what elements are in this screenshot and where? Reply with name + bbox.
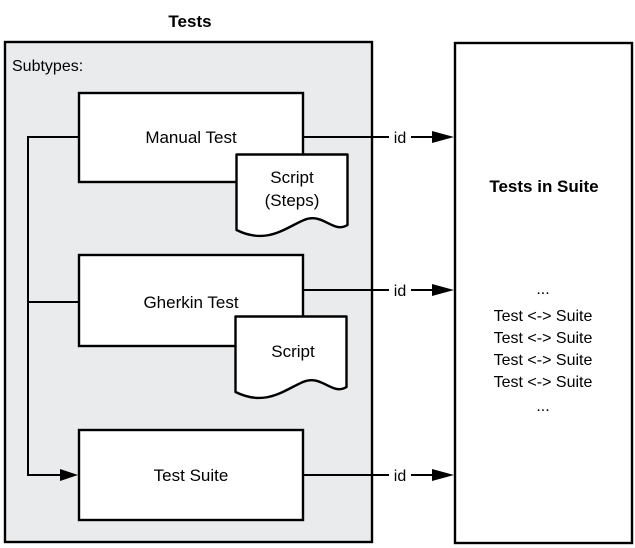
edge-arrowhead-icon	[432, 131, 454, 143]
document-shape	[234, 315, 348, 400]
edge-label-background	[389, 281, 411, 298]
manual-script-label-line2: (Steps)	[265, 191, 320, 210]
suite-row-ellipsis-bottom: ...	[536, 398, 549, 415]
gherkin-test-box	[77, 253, 305, 348]
gherkin-script-label: Script	[271, 342, 315, 361]
edge-gherkin-to-suite: id	[303, 281, 454, 300]
manual-test-label: Manual Test	[145, 128, 237, 147]
edge-arrowhead-icon	[432, 469, 454, 481]
branch-arrowhead-icon	[60, 469, 78, 481]
edge-label-background	[389, 466, 411, 483]
document-shape	[235, 153, 349, 238]
manual-script-label-line1: Script	[270, 168, 314, 187]
suite-row-1: Test <-> Suite	[494, 308, 593, 325]
branch-main-connector	[27, 136, 79, 476]
edge-id-label: id	[394, 468, 406, 485]
diagram-title: Tests	[168, 12, 211, 31]
subtypes-label: Subtypes:	[12, 58, 83, 75]
suite-row-4: Test <-> Suite	[494, 374, 593, 391]
edge-id-label: id	[394, 130, 406, 147]
gherkin-test-label: Gherkin Test	[143, 293, 238, 312]
test-suite-label: Test Suite	[154, 466, 229, 485]
suite-row-2: Test <-> Suite	[494, 330, 593, 347]
tests-in-suite-title: Tests in Suite	[489, 177, 598, 196]
suite-row-3: Test <-> Suite	[494, 352, 593, 369]
suite-row-ellipsis-top: ...	[536, 281, 549, 298]
manual-script-document: Script (Steps)	[235, 153, 349, 238]
subtype-branch-connectors	[27, 136, 79, 481]
edge-manual-to-suite: id	[303, 128, 454, 147]
tests-in-suite-box	[453, 41, 634, 545]
edge-label-background	[389, 128, 411, 145]
edge-arrowhead-icon	[432, 284, 454, 296]
gherkin-script-document: Script	[234, 315, 348, 400]
edge-id-label: id	[394, 283, 406, 300]
tests-in-suite-rows: ... Test <-> Suite Test <-> Suite Test <…	[494, 281, 593, 415]
edge-testsuite-to-suite: id	[303, 466, 454, 485]
test-suite-box	[77, 428, 305, 522]
